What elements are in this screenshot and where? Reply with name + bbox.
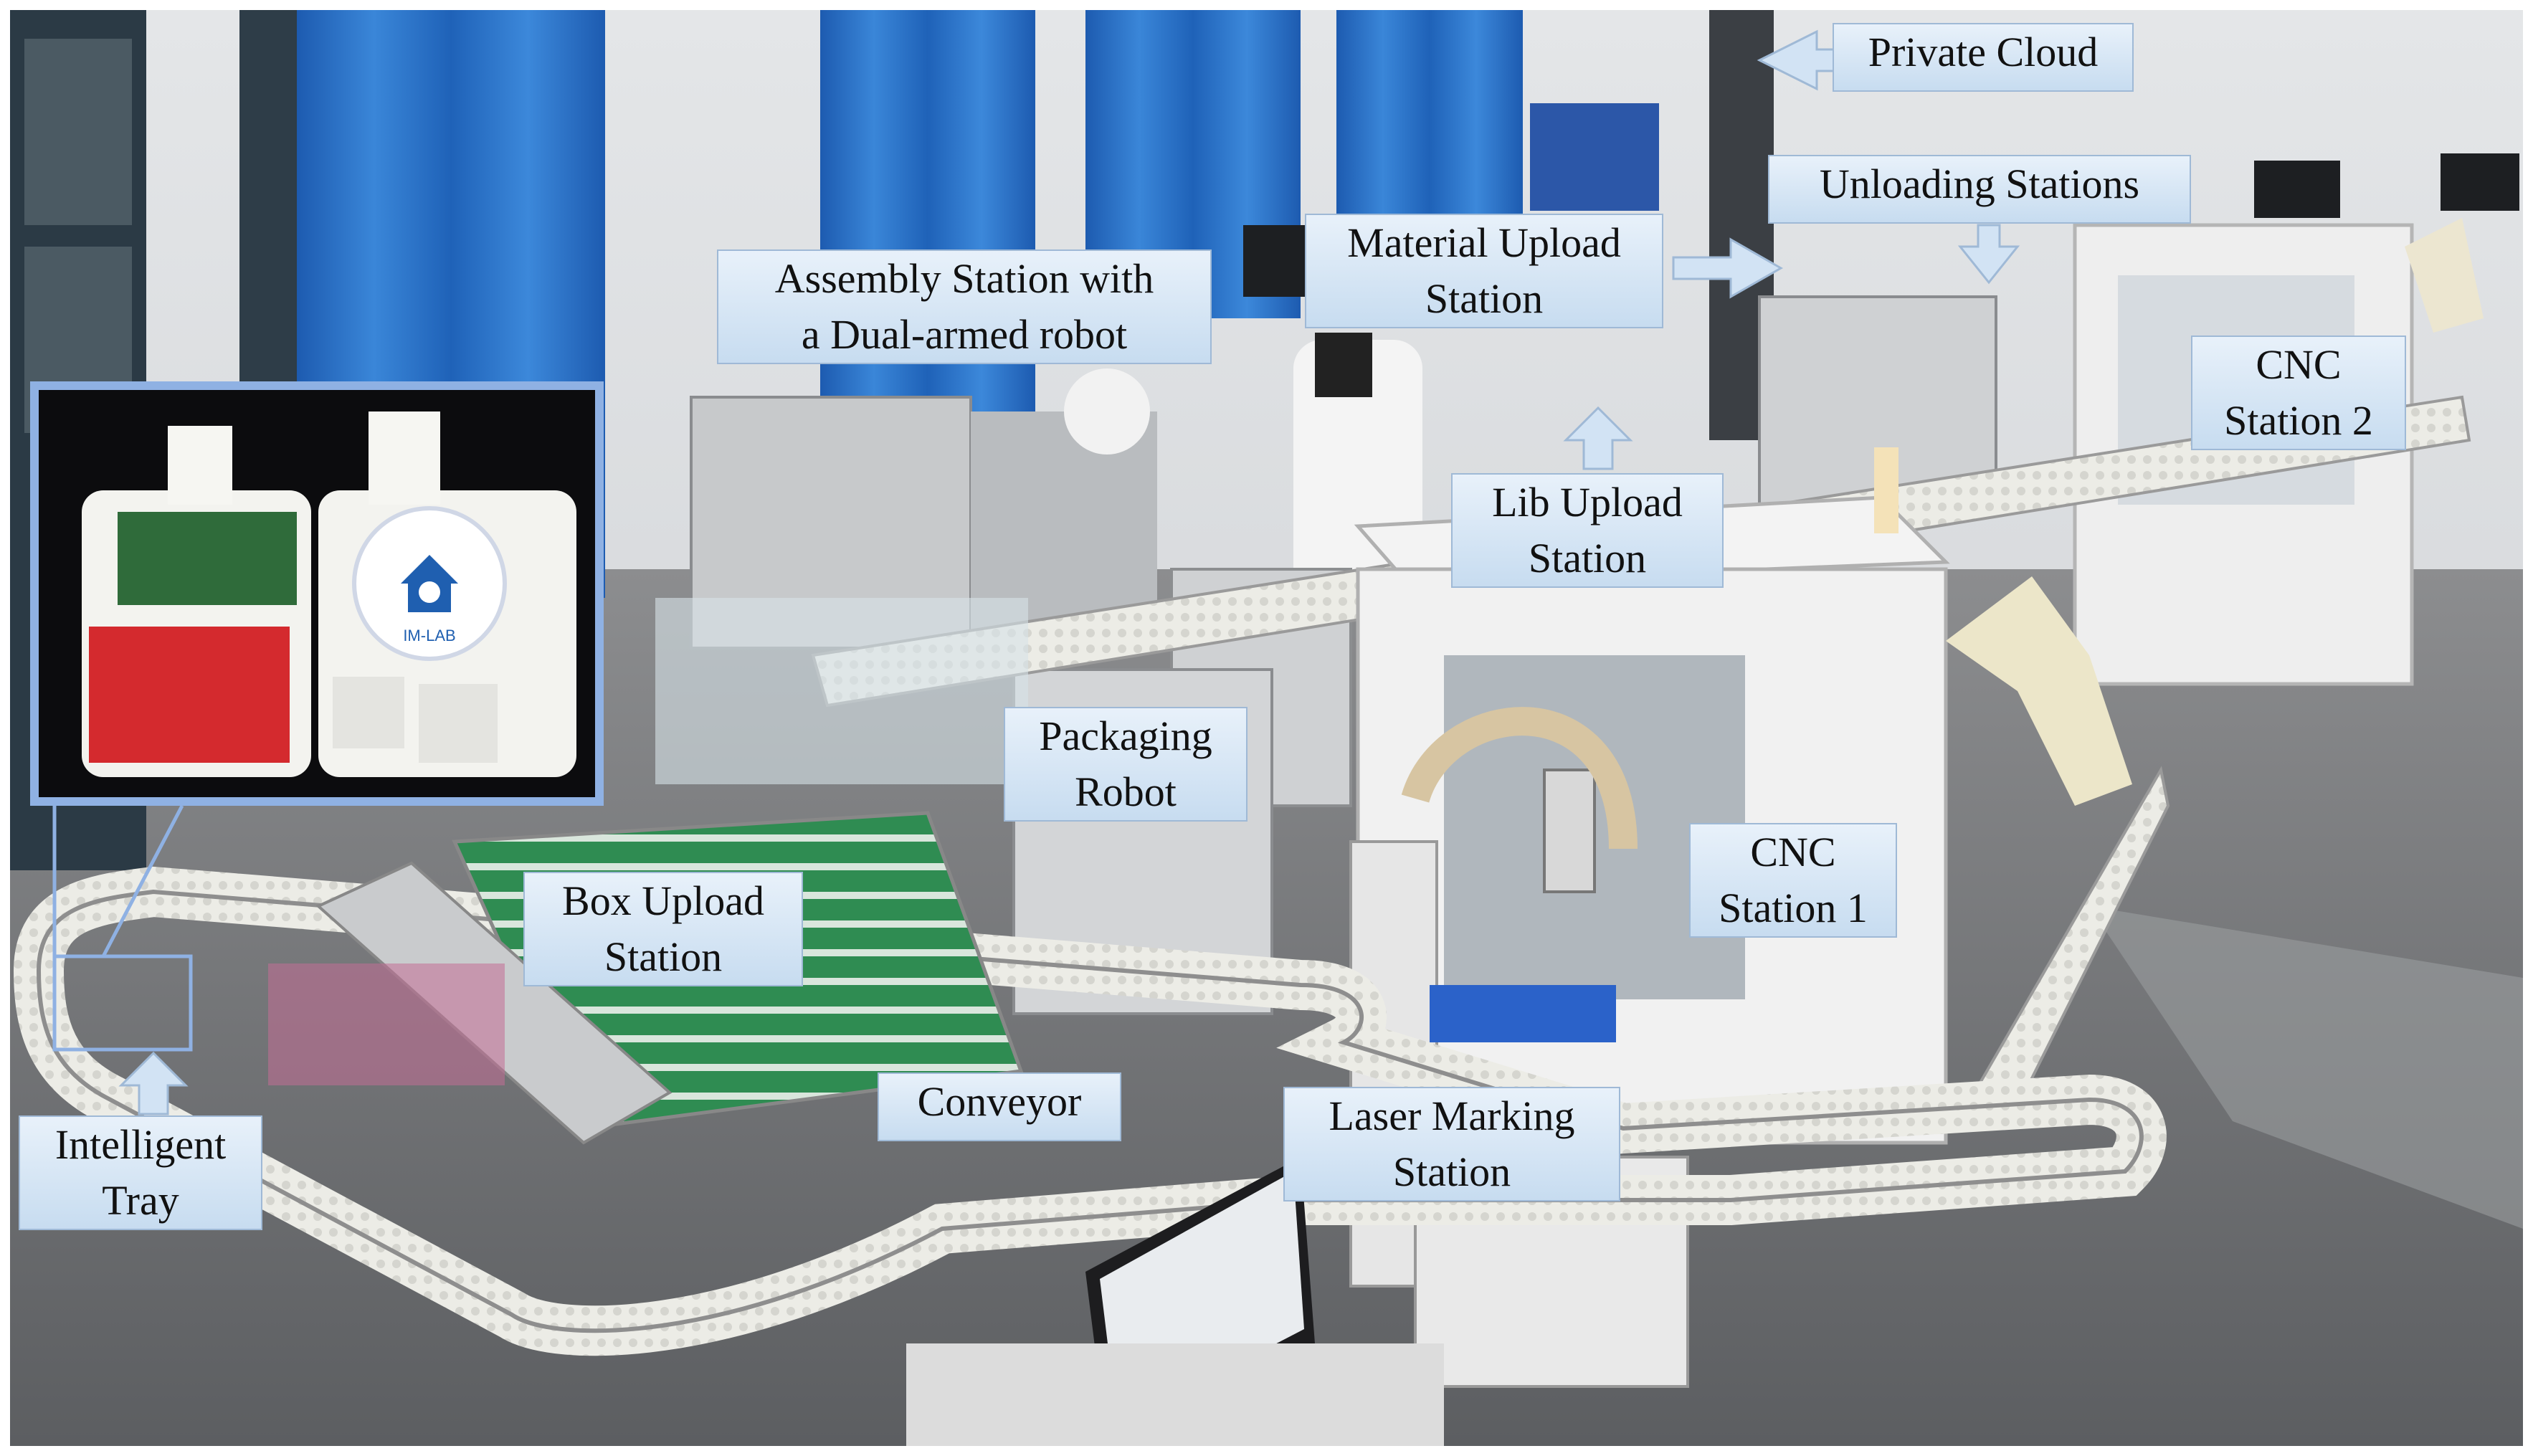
arrow-intelligent-tray bbox=[118, 1051, 189, 1115]
tool-wall bbox=[1530, 103, 1659, 211]
cnc1-spindle bbox=[1543, 769, 1596, 893]
laser-head bbox=[1430, 985, 1616, 1042]
cnc1-lamp bbox=[1874, 447, 1898, 533]
label-text-line1: Material Upload bbox=[1347, 219, 1621, 266]
label-text-line2: a Dual-armed robot bbox=[801, 311, 1128, 358]
factory-photo: IM-LAB bbox=[10, 10, 2523, 1446]
label-packaging-robot: Packaging Robot bbox=[1004, 707, 1248, 822]
label-private-cloud: Private Cloud bbox=[1833, 23, 2134, 92]
label-cnc-station-2: CNC Station 2 bbox=[2191, 336, 2406, 450]
label-conveyor: Conveyor bbox=[878, 1072, 1121, 1141]
label-text: Private Cloud bbox=[1868, 29, 2099, 75]
label-lib-upload-station: Lib Upload Station bbox=[1451, 473, 1724, 588]
window-pane bbox=[24, 39, 132, 225]
label-text-line2: Station 1 bbox=[1719, 885, 1868, 931]
label-box-upload-station: Box Upload Station bbox=[523, 872, 803, 986]
tray-lid-slot bbox=[419, 684, 498, 763]
label-text-line1: Laser Marking bbox=[1329, 1093, 1575, 1139]
box-tubes bbox=[655, 598, 1028, 784]
label-text-line2: Station bbox=[1392, 1148, 1511, 1195]
label-text: Unloading Stations bbox=[1819, 161, 2140, 207]
tray-case-tab bbox=[168, 426, 232, 505]
tray-lid-tab bbox=[369, 411, 440, 505]
arrow-material-upload bbox=[1672, 237, 1784, 299]
label-text-line1: Box Upload bbox=[562, 877, 764, 924]
arrow-unloading bbox=[1957, 224, 2020, 285]
imlab-logo-text: IM-LAB bbox=[403, 627, 455, 644]
label-text-line2: Station bbox=[1528, 535, 1647, 581]
label-text-line1: CNC bbox=[1750, 829, 1836, 875]
label-text-line2: Station bbox=[604, 933, 723, 980]
label-assembly-station: Assembly Station with a Dual-armed robot bbox=[717, 249, 1212, 364]
label-intelligent-tray: Intelligent Tray bbox=[19, 1115, 262, 1230]
gear-icon bbox=[419, 581, 440, 603]
box-upload-pink-lids bbox=[268, 963, 505, 1085]
label-unloading-stations: Unloading Stations bbox=[1768, 155, 2191, 224]
label-text-line2: Station bbox=[1425, 275, 1544, 322]
inset-connector bbox=[101, 804, 184, 958]
label-text-line1: Lib Upload bbox=[1492, 479, 1683, 525]
label-text-line1: Intelligent bbox=[54, 1121, 227, 1168]
label-text-line1: Assembly Station with bbox=[774, 255, 1154, 302]
tray-red-board bbox=[89, 627, 290, 763]
front-table bbox=[906, 1343, 1444, 1446]
label-cnc-station-1: CNC Station 1 bbox=[1689, 823, 1897, 938]
cnc1-hose bbox=[1401, 707, 1638, 850]
label-text-line2: Robot bbox=[1075, 769, 1177, 815]
label-text-line1: Packaging bbox=[1039, 713, 1212, 759]
tray-green-board bbox=[118, 512, 297, 605]
monitor bbox=[2441, 153, 2519, 211]
label-text-line1: CNC bbox=[2256, 341, 2342, 388]
monitor bbox=[1243, 225, 1308, 297]
conveyor-front-loop-rail bbox=[36, 889, 2144, 1333]
label-text-line2: Station 2 bbox=[2224, 397, 2373, 444]
monitor bbox=[2254, 161, 2340, 218]
tray-lid-slot bbox=[333, 677, 404, 748]
robot-arm-left bbox=[1064, 368, 1150, 455]
label-text-line2: Tray bbox=[102, 1177, 179, 1224]
label-text: Conveyor bbox=[917, 1078, 1082, 1125]
cnc2-robot-arm bbox=[2405, 218, 2484, 333]
tray-highlight-box bbox=[52, 954, 193, 1052]
robot-head bbox=[1315, 333, 1372, 397]
floor-reflection bbox=[2089, 906, 2523, 1229]
cnc1-robot-arm bbox=[1946, 576, 2132, 806]
label-material-upload-station: Material Upload Station bbox=[1305, 214, 1663, 328]
label-laser-marking-station: Laser Marking Station bbox=[1283, 1087, 1620, 1202]
arrow-lib-upload bbox=[1563, 406, 1633, 470]
